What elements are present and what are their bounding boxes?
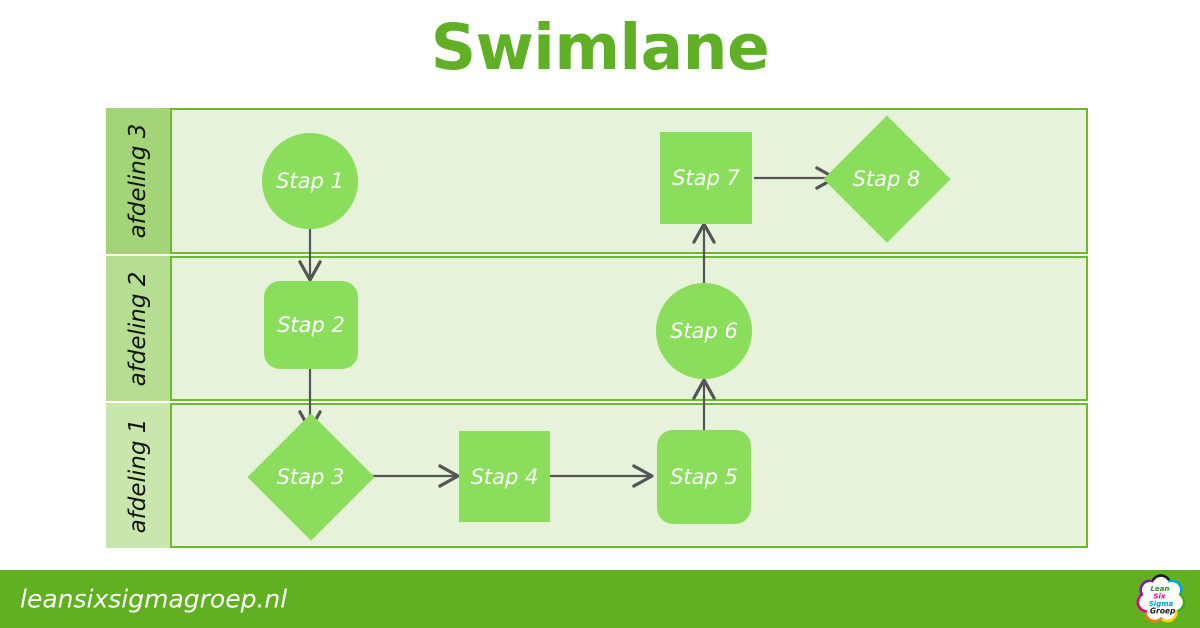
node-stap7-label: Stap 7 [672, 166, 740, 190]
node-stap1-label: Stap 1 [276, 169, 344, 193]
footer-website-url[interactable]: leansixsigmagroep.nl [20, 584, 288, 614]
lean-six-sigma-groep-logo-icon: Lean Six Sigma Groep [1136, 574, 1186, 623]
logo-text-groep: Groep [1150, 607, 1176, 616]
lane-label-text-afdeling-1: afdeling 1 [125, 418, 151, 533]
swimlane-row-afdeling-2: afdeling 2 [106, 256, 1088, 401]
lane-label-text-afdeling-2: afdeling 2 [125, 271, 151, 386]
swimlane-board: afdeling 3 afdeling 2 afdeling 1 [106, 108, 1088, 548]
logo-text-six: Six [1153, 591, 1165, 600]
logo-text-lean: Lean [1150, 584, 1169, 593]
node-layer: Stap 1 Stap 2 Stap 3 Stap 4 Stap 5 Stap … [106, 108, 1088, 548]
lane-label-afdeling-3: afdeling 3 [106, 108, 170, 254]
node-stap3[interactable]: Stap 3 [247, 413, 374, 540]
node-stap6-label: Stap 6 [670, 319, 738, 343]
lane-label-text-afdeling-3: afdeling 3 [125, 123, 151, 239]
node-stap8-label: Stap 8 [852, 166, 921, 191]
node-stap4[interactable]: Stap 4 [459, 431, 550, 522]
node-stap2[interactable]: Stap 2 [264, 281, 358, 369]
lane-label-afdeling-1: afdeling 1 [106, 403, 170, 548]
node-stap5-label: Stap 5 [670, 465, 738, 489]
node-stap2-label: Stap 2 [277, 313, 345, 337]
node-stap4-label: Stap 4 [470, 464, 539, 489]
node-stap6[interactable]: Stap 6 [656, 283, 752, 379]
node-stap5[interactable]: Stap 5 [657, 430, 751, 524]
node-stap3-label: Stap 3 [276, 464, 345, 489]
node-stap8[interactable]: Stap 8 [823, 115, 950, 242]
page-title: Swimlane [430, 11, 770, 84]
logo-text-sigma: Sigma [1149, 599, 1174, 608]
lane-label-afdeling-2: afdeling 2 [106, 256, 170, 401]
node-stap1[interactable]: Stap 1 [262, 133, 358, 229]
node-stap7[interactable]: Stap 7 [660, 132, 752, 224]
footer-bar: leansixsigmagroep.nl Lean Six Sigma [0, 570, 1200, 628]
